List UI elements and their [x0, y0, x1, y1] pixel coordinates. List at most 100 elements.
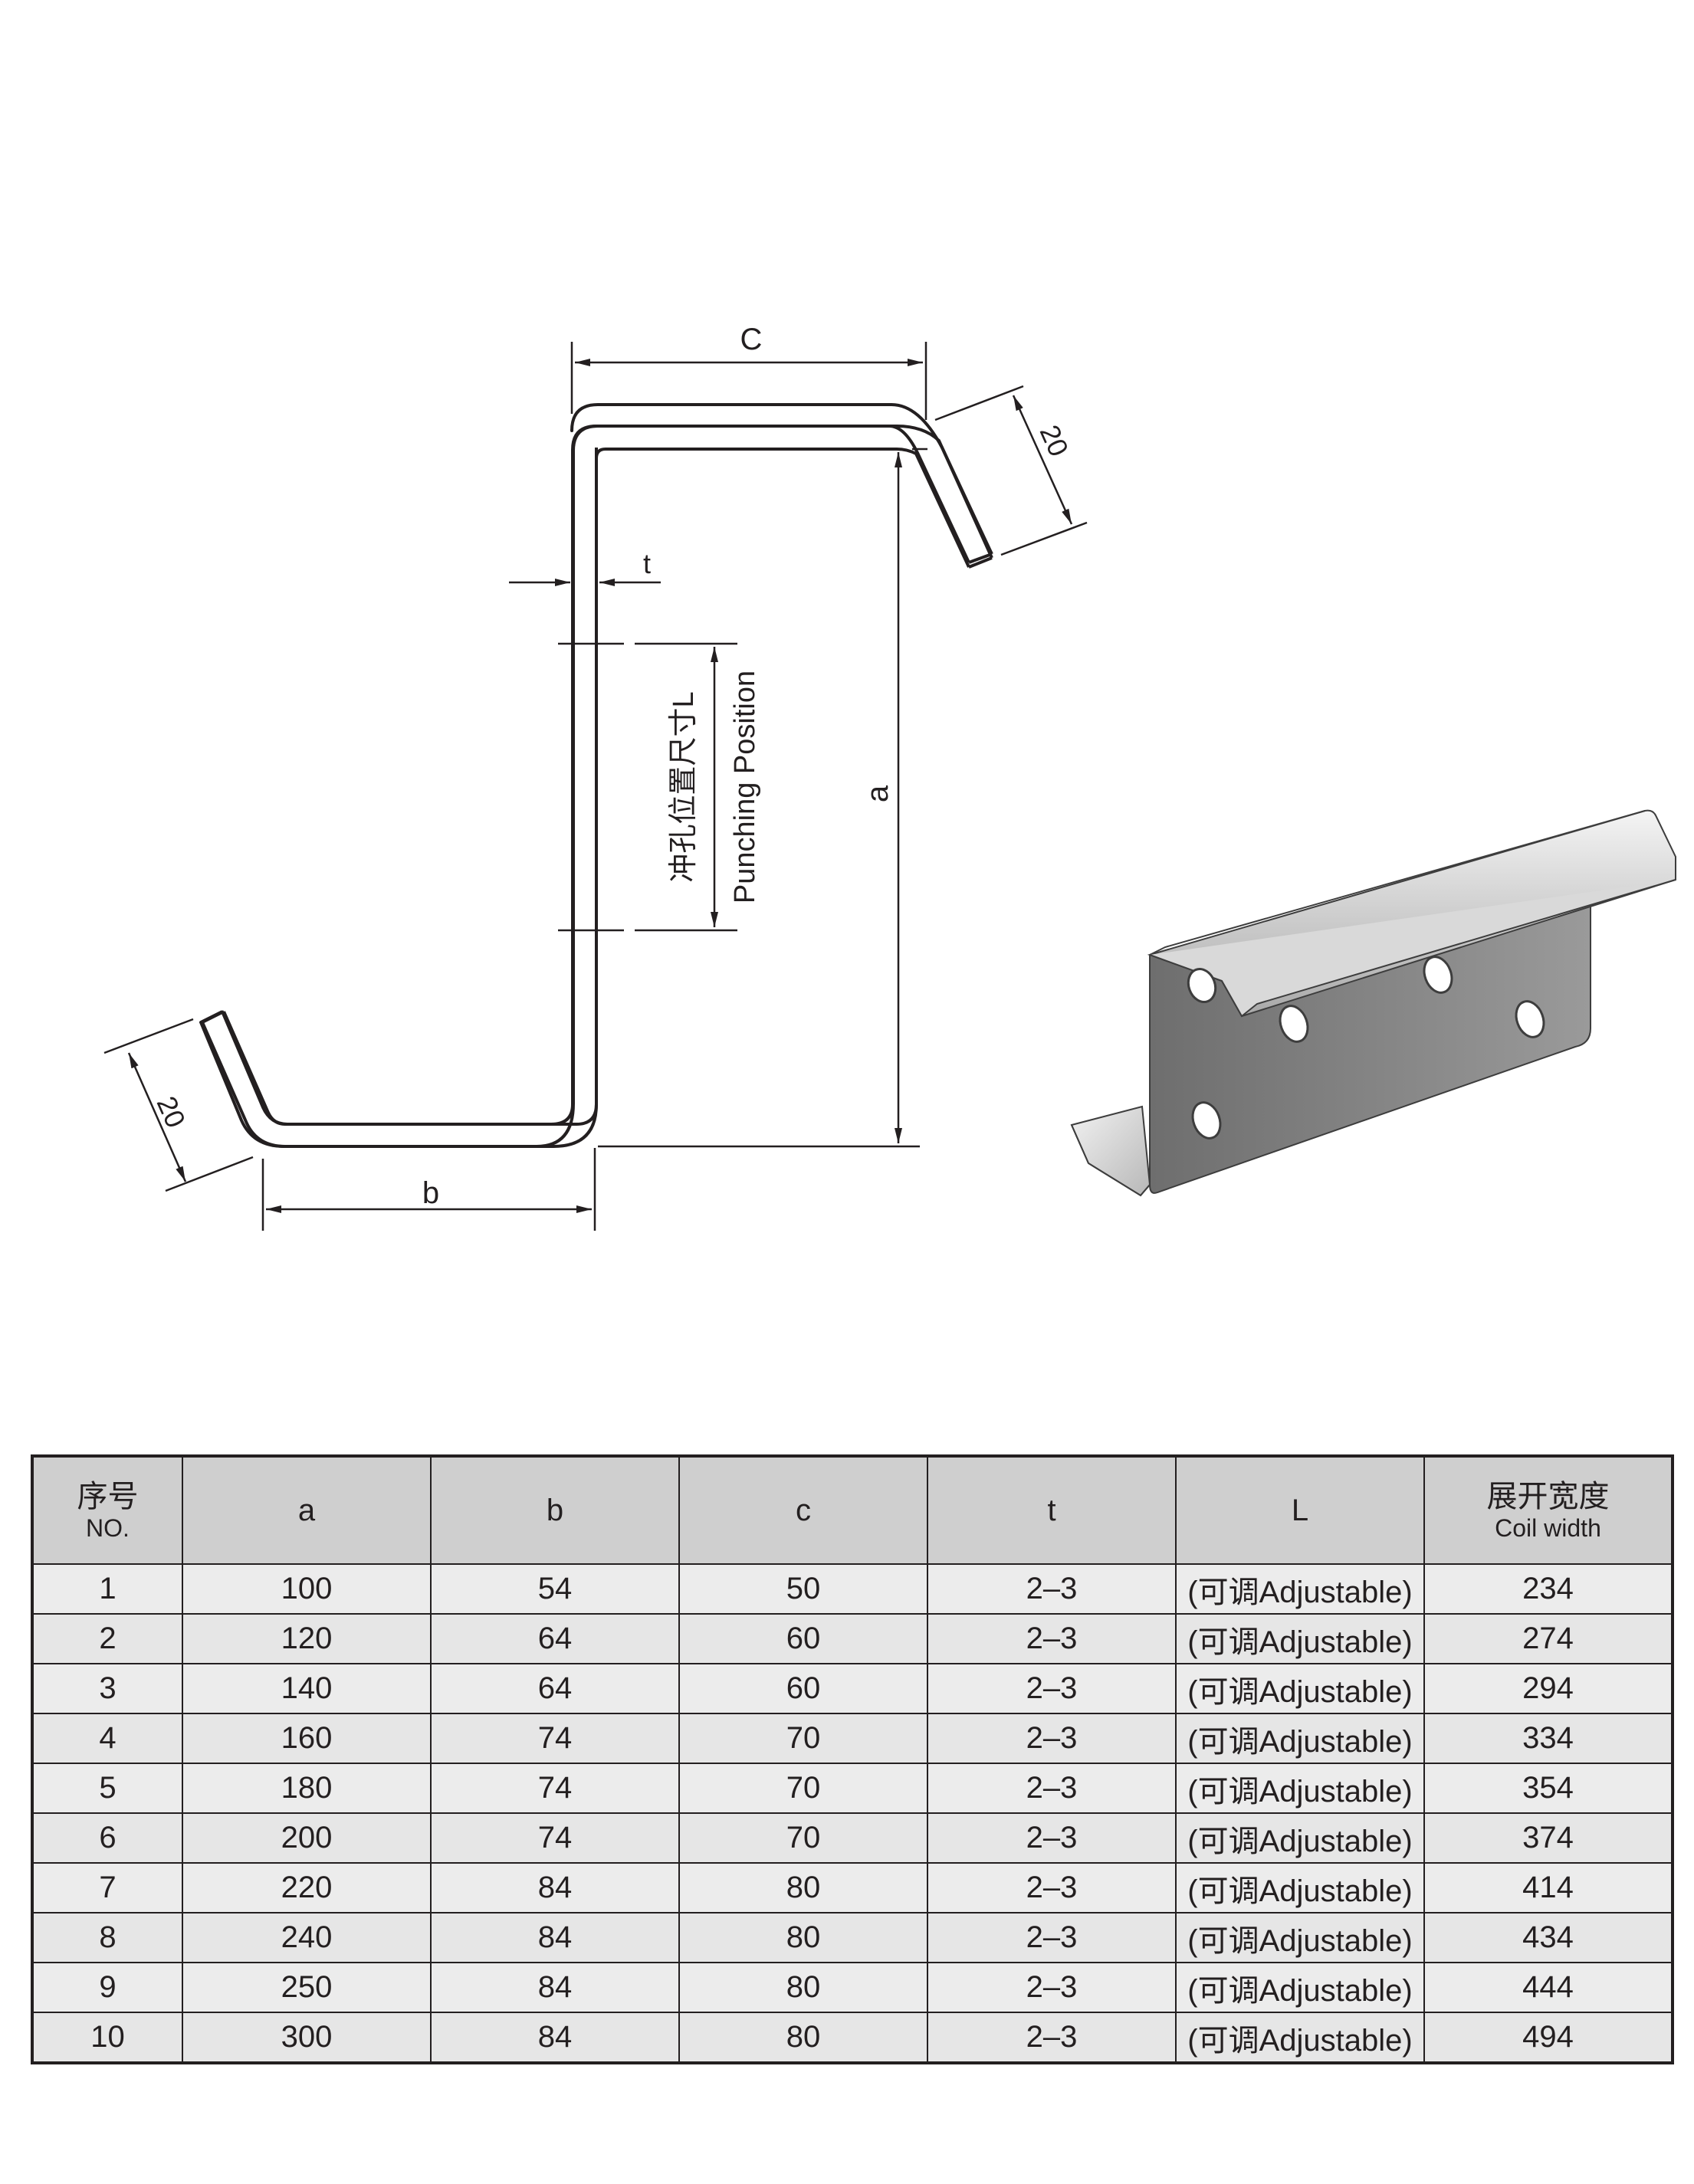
cell-t: 2–3 — [927, 1812, 1177, 1864]
cell-coil-width: 274 — [1423, 1613, 1673, 1664]
cell-c: 80 — [678, 1962, 928, 2013]
header-coil-width-zh: 展开宽度 — [1486, 1480, 1610, 1513]
dimension-c — [570, 342, 927, 420]
cell-coil-width: 374 — [1423, 1812, 1673, 1864]
dimension-b — [261, 1148, 596, 1231]
technical-drawing: C 20 t 冲孔位置尺寸L Punching Position a b — [103, 323, 1676, 1231]
cell-a: 120 — [182, 1613, 432, 1664]
cell-no: 3 — [31, 1663, 183, 1714]
cell-c: 70 — [678, 1812, 928, 1864]
dimension-lip-bottom-label: 20 — [151, 1091, 192, 1132]
cell-coil-width: 234 — [1423, 1563, 1673, 1615]
cell-t: 2–3 — [927, 1862, 1177, 1913]
header-no-en: NO. — [86, 1514, 130, 1542]
header-t: t — [927, 1455, 1177, 1565]
cell-b: 84 — [430, 2012, 680, 2064]
cell-coil-width: 444 — [1423, 1962, 1673, 2013]
dimension-a-label: a — [861, 785, 895, 802]
cell-l: (可调Adjustable) — [1175, 1563, 1425, 1615]
cell-l: (可调Adjustable) — [1175, 1912, 1425, 1963]
cell-coil-width: 414 — [1423, 1862, 1673, 1913]
cell-no: 10 — [31, 2012, 183, 2064]
cell-l: (可调Adjustable) — [1175, 1763, 1425, 1814]
header-a-label: a — [297, 1494, 316, 1527]
z-profile-clean — [201, 425, 993, 1148]
cell-no: 4 — [31, 1713, 183, 1764]
punching-label-en: Punching Position — [729, 671, 761, 903]
header-l: L — [1175, 1455, 1425, 1565]
cell-c: 60 — [678, 1613, 928, 1664]
cell-t: 2–3 — [927, 1962, 1177, 2013]
cell-a: 220 — [182, 1862, 432, 1913]
cell-t: 2–3 — [927, 1912, 1177, 1963]
cell-t: 2–3 — [927, 1563, 1177, 1615]
cell-a: 100 — [182, 1563, 432, 1615]
cell-coil-width: 434 — [1423, 1912, 1673, 1963]
cell-no: 9 — [31, 1962, 183, 2013]
cell-t: 2–3 — [927, 1713, 1177, 1764]
cell-no: 6 — [31, 1812, 183, 1864]
cell-coil-width: 354 — [1423, 1763, 1673, 1814]
cell-c: 50 — [678, 1563, 928, 1615]
header-coil-width: 展开宽度 Coil width — [1423, 1455, 1673, 1565]
header-no: 序号 NO. — [31, 1455, 183, 1565]
cell-l: (可调Adjustable) — [1175, 2012, 1425, 2064]
cell-b: 64 — [430, 1613, 680, 1664]
cell-t: 2–3 — [927, 1613, 1177, 1664]
header-a: a — [182, 1455, 432, 1565]
dimension-lip-top — [934, 385, 1088, 556]
cell-a: 140 — [182, 1663, 432, 1714]
header-l-label: L — [1291, 1494, 1309, 1527]
cell-no: 8 — [31, 1912, 183, 1963]
header-b: b — [430, 1455, 680, 1565]
cell-c: 60 — [678, 1663, 928, 1714]
cell-c: 70 — [678, 1713, 928, 1764]
cell-a: 200 — [182, 1812, 432, 1864]
cell-a: 250 — [182, 1962, 432, 2013]
cell-a: 180 — [182, 1763, 432, 1814]
table-header-row: 序号 NO. a b c t L 展开宽度 Coil width — [31, 1455, 1673, 1565]
cell-coil-width: 494 — [1423, 2012, 1673, 2064]
cell-l: (可调Adjustable) — [1175, 1812, 1425, 1864]
cell-b: 74 — [430, 1763, 680, 1814]
cell-no: 7 — [31, 1862, 183, 1913]
cell-b: 84 — [430, 1912, 680, 1963]
dimension-b-label: b — [422, 1176, 439, 1210]
cell-l: (可调Adjustable) — [1175, 1862, 1425, 1913]
cell-l: (可调Adjustable) — [1175, 1613, 1425, 1664]
header-b-label: b — [546, 1494, 564, 1527]
cell-c: 70 — [678, 1763, 928, 1814]
cell-b: 64 — [430, 1663, 680, 1714]
cell-l: (可调Adjustable) — [1175, 1663, 1425, 1714]
cell-b: 74 — [430, 1812, 680, 1864]
header-t-label: t — [1047, 1494, 1056, 1527]
cell-l: (可调Adjustable) — [1175, 1713, 1425, 1764]
dimension-c-label: C — [740, 323, 763, 356]
cell-coil-width: 334 — [1423, 1713, 1673, 1764]
cell-no: 2 — [31, 1613, 183, 1664]
cell-l: (可调Adjustable) — [1175, 1962, 1425, 2013]
cell-no: 5 — [31, 1763, 183, 1814]
cell-c: 80 — [678, 1912, 928, 1963]
cell-b: 74 — [430, 1713, 680, 1764]
dimension-t-label: t — [643, 548, 651, 579]
cell-no: 1 — [31, 1563, 183, 1615]
punching-label-zh: 冲孔位置尺寸L — [668, 691, 700, 882]
cell-c: 80 — [678, 1862, 928, 1913]
cell-coil-width: 294 — [1423, 1663, 1673, 1714]
cell-t: 2–3 — [927, 1663, 1177, 1714]
header-no-zh: 序号 — [77, 1480, 139, 1513]
cell-b: 84 — [430, 1962, 680, 2013]
header-c-label: c — [796, 1494, 811, 1527]
cell-c: 80 — [678, 2012, 928, 2064]
cell-a: 300 — [182, 2012, 432, 2064]
